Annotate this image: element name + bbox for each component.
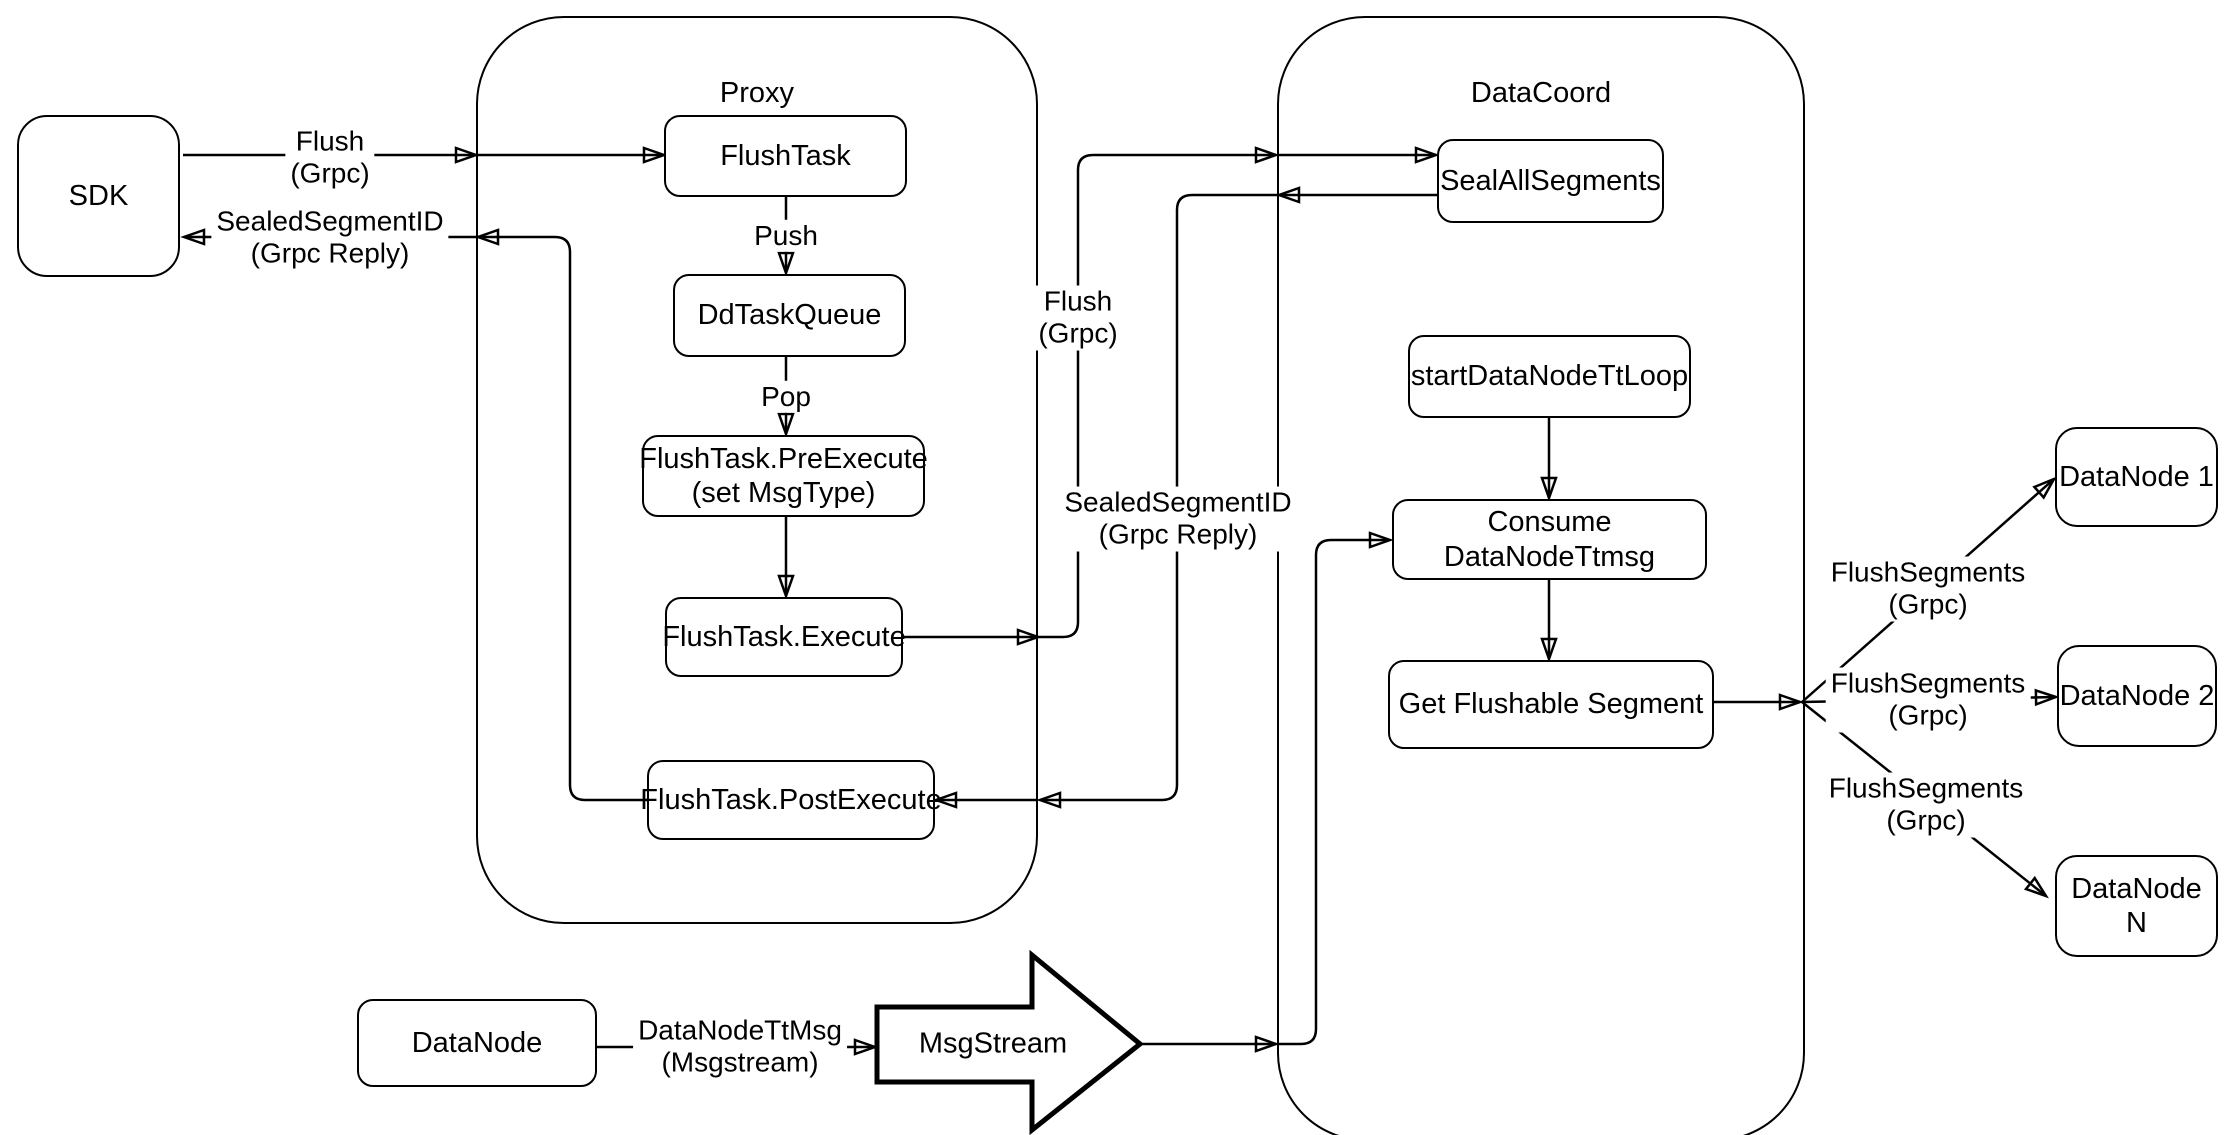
node-consume-label: Consume DataNodeTtmsg: [1443, 506, 1656, 573]
node-flush-task-pre-execute: FlushTask.PreExecute (set MsgType): [639, 435, 928, 517]
edge-label-coord-flush-line1: Flush: [1043, 285, 1113, 317]
container-proxy-title: Proxy: [719, 77, 795, 109]
node-pre-execute-label: FlushTask.PreExecute: [639, 442, 928, 475]
node-flush-task-label: FlushTask: [720, 139, 851, 172]
node-data-node-1-label: DataNode 1: [2059, 460, 2214, 493]
container-datacoord-title: DataCoord: [1470, 77, 1612, 109]
edge-label-flush-segments-3: FlushSegments (Grpc): [1823, 772, 2029, 838]
edge-label-data-node-tt-msg-line1: DataNodeTtMsg: [638, 1014, 842, 1046]
node-data-node-2-label: DataNode 2: [2059, 679, 2215, 712]
node-flush-task-execute: FlushTask.Execute: [662, 597, 906, 677]
edge-label-data-node-tt-msg-line2: (Msgstream): [661, 1047, 819, 1078]
node-pre-execute-sublabel: (set MsgType): [691, 477, 876, 509]
edge-label-push: Push: [749, 219, 823, 253]
node-post-execute-label: FlushTask.PostExecute: [640, 783, 942, 816]
edge-label-data-node-tt-msg: DataNodeTtMsg (Msgstream): [633, 1014, 847, 1080]
edge-label-coord-flush-line2: (Grpc): [1038, 318, 1118, 349]
edge-label-flush-segments-1-line2: (Grpc): [1888, 589, 1968, 620]
edge-label-pop-line1: Pop: [761, 380, 811, 412]
edge-label-flush-segments-2-line1: FlushSegments: [1830, 667, 2026, 699]
node-data-node-1: DataNode 1: [2055, 427, 2218, 527]
edge-label-sdk-flush-line1: Flush: [295, 125, 365, 157]
msgstream-label: MsgStream: [918, 1027, 1068, 1060]
edge-label-coord-flush: Flush (Grpc): [1033, 285, 1123, 351]
node-execute-label: FlushTask.Execute: [662, 620, 906, 653]
edge-label-flush-segments-2-line2: (Grpc): [1888, 700, 1968, 731]
edge-label-sdk-reply: SealedSegmentID (Grpc Reply): [211, 205, 449, 271]
edge-label-pop: Pop: [756, 380, 816, 414]
edge-label-sdk-flush: Flush (Grpc): [285, 125, 375, 191]
edge-label-flush-segments-1-line1: FlushSegments: [1830, 556, 2026, 588]
edge-label-sdk-reply-line1: SealedSegmentID: [216, 205, 444, 237]
node-data-node-label: DataNode: [411, 1026, 543, 1059]
edge-label-coord-reply-line1: SealedSegmentID: [1064, 486, 1292, 518]
edge-sdk-reply-seg1: [474, 228, 647, 802]
node-sdk: SDK: [17, 115, 180, 277]
edge-label-flush-segments-3-line2: (Grpc): [1886, 805, 1966, 836]
node-data-node-2: DataNode 2: [2057, 645, 2217, 747]
node-data-node-n-label: DataNode N: [2071, 872, 2202, 939]
node-data-node: DataNode: [357, 999, 597, 1087]
edge-label-flush-segments-3-line1: FlushSegments: [1828, 772, 2024, 804]
edge-label-sdk-reply-line2: (Grpc Reply): [250, 238, 410, 269]
node-data-node-n: DataNode N: [2055, 855, 2218, 957]
edge-label-sdk-flush-line2: (Grpc): [290, 158, 370, 189]
edge-label-coord-reply: SealedSegmentID (Grpc Reply): [1059, 486, 1297, 552]
node-sdk-label: SDK: [68, 179, 129, 212]
node-get-flushable-label: Get Flushable Segment: [1398, 688, 1704, 721]
container-datacoord: [1277, 16, 1805, 1135]
node-seal-all-segments: SealAllSegments: [1437, 139, 1664, 223]
node-get-flushable-segment: Get Flushable Segment: [1388, 660, 1714, 749]
edge-label-coord-reply-line2: (Grpc Reply): [1098, 519, 1258, 550]
container-proxy: [476, 16, 1038, 924]
edge-label-flush-segments-2: FlushSegments (Grpc): [1825, 667, 2031, 733]
node-start-loop-label: startDataNodeTtLoop: [1410, 360, 1689, 393]
node-dd-task-queue: DdTaskQueue: [673, 274, 906, 357]
node-seal-all-segments-label: SealAllSegments: [1440, 164, 1661, 197]
node-flush-task-post-execute: FlushTask.PostExecute: [640, 760, 942, 840]
msgstream-arrow-shape: [874, 949, 1144, 1135]
node-consume-data-node-ttmsg: Consume DataNodeTtmsg: [1392, 499, 1707, 580]
node-start-data-node-tt-loop: startDataNodeTtLoop: [1408, 335, 1691, 418]
edge-label-flush-segments-1: FlushSegments (Grpc): [1825, 556, 2031, 622]
node-dd-task-queue-label: DdTaskQueue: [697, 299, 882, 332]
edge-label-push-line1: Push: [754, 219, 818, 251]
edge-msgstream-seg2: [1277, 531, 1394, 1046]
edge-coord-flush-seg2: [1038, 146, 1280, 639]
node-flush-task: FlushTask: [664, 115, 907, 197]
